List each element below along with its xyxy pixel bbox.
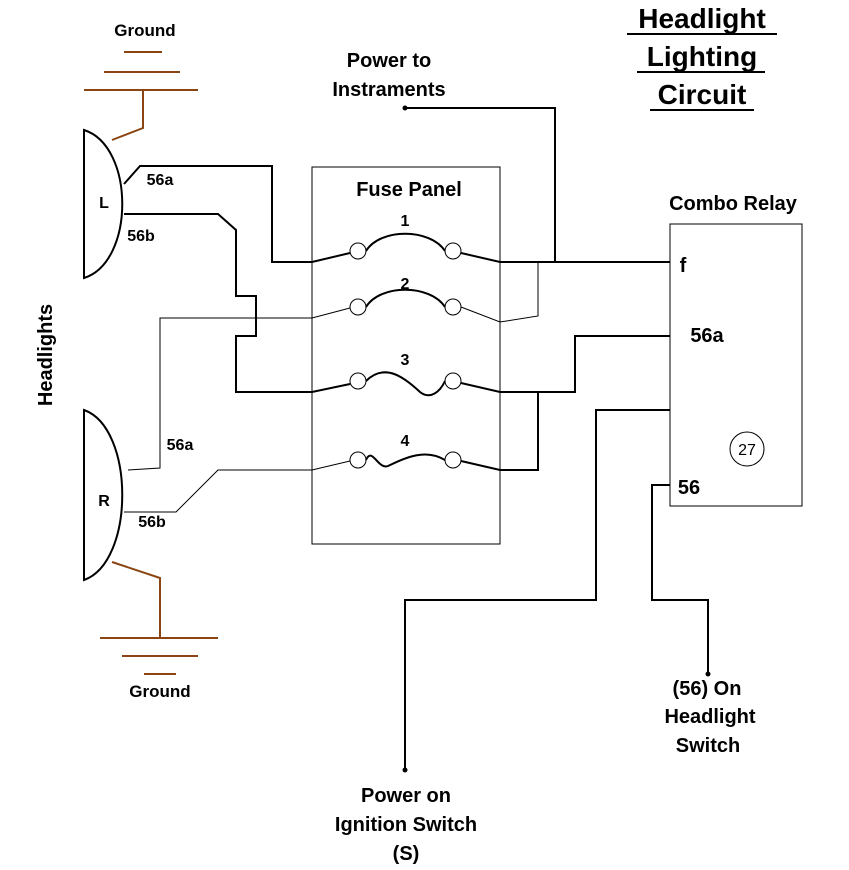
fuse-4: 4 xyxy=(349,433,462,469)
power-to-instruments: Power to Instraments xyxy=(332,50,556,262)
headlight-switch-label: (56) On Headlight Switch xyxy=(664,678,755,757)
relay-terminal-56: 56 xyxy=(678,477,700,499)
fuse-panel-label: Fuse Panel xyxy=(356,179,462,201)
switch-label-1: (56) On xyxy=(673,678,742,700)
fuse-number-4: 4 xyxy=(401,433,410,450)
right-lamp-56b: 56b xyxy=(138,514,166,531)
left-lamp-56a: 56a xyxy=(147,172,174,189)
fuse-1: 1 xyxy=(349,213,462,260)
ignition-label-2: Ignition Switch xyxy=(335,814,477,836)
right-headlight: R 56a 56b xyxy=(83,408,194,582)
title-line-3: Circuit xyxy=(658,79,747,110)
fuse-number-1: 1 xyxy=(401,213,410,230)
instruments-label-1: Power to xyxy=(347,50,431,72)
ground-symbol-top: Ground xyxy=(84,21,198,141)
fuse-number-2: 2 xyxy=(401,276,410,293)
ground-label-top: Ground xyxy=(114,21,175,40)
relay-terminal-f: f xyxy=(680,255,687,277)
relay-number: 27 xyxy=(738,442,756,459)
left-lamp-56b: 56b xyxy=(127,228,155,245)
title-line-1: Headlight xyxy=(638,3,766,34)
fuse-3: 3 xyxy=(349,352,462,397)
instruments-label-2: Instraments xyxy=(332,79,445,101)
combo-relay-label: Combo Relay xyxy=(669,193,798,215)
right-lamp-letter: R xyxy=(98,493,110,510)
ground-label-bottom: Ground xyxy=(129,682,190,701)
switch-label-2: Headlight xyxy=(664,706,755,728)
diagram-title: Headlight Lighting Circuit xyxy=(627,3,777,111)
circuit-wires xyxy=(123,165,711,773)
switch-label-3: Switch xyxy=(676,735,740,757)
fuse-number-3: 3 xyxy=(401,352,410,369)
relay-terminal-56a: 56a xyxy=(690,325,724,347)
title-line-2: Lighting xyxy=(647,41,757,72)
ignition-switch-label: Power on Ignition Switch (S) xyxy=(335,785,477,865)
ground-symbol-bottom: Ground xyxy=(100,561,218,701)
ignition-label-1: Power on xyxy=(361,785,451,807)
fuse-panel: Fuse Panel xyxy=(311,166,501,545)
combo-relay: Combo Relay f 56a 56 27 xyxy=(669,193,803,507)
ignition-label-3: (S) xyxy=(393,843,420,865)
left-lamp-letter: L xyxy=(99,195,109,212)
left-headlight: L 56a 56b xyxy=(83,128,174,280)
headlights-label: Headlights xyxy=(35,304,57,406)
fuse-2: 2 xyxy=(349,276,462,316)
right-lamp-56a: 56a xyxy=(167,437,194,454)
